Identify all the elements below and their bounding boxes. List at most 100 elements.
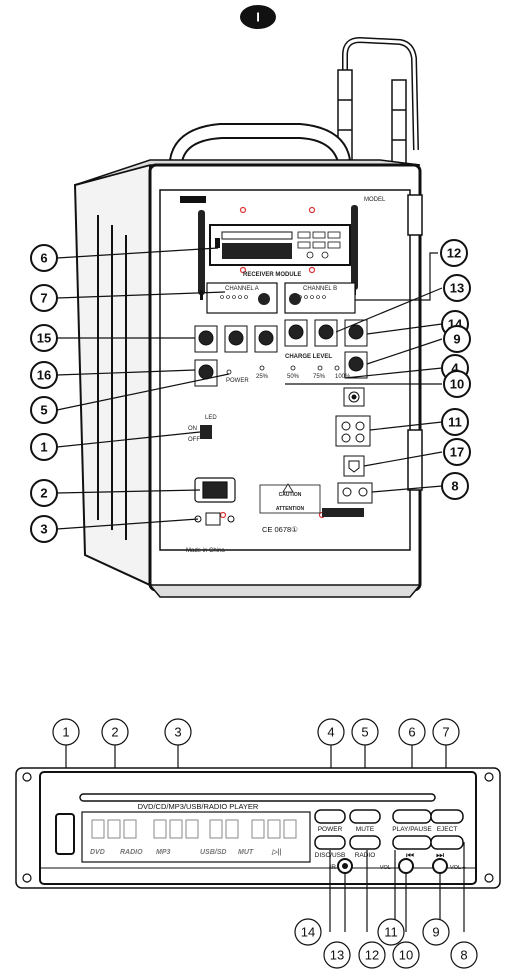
callout-6: 6 [30, 244, 58, 272]
callout-13-text: 13 [450, 281, 464, 296]
p-callout-6-text: 6 [408, 725, 415, 740]
eject-label: EJECT [437, 826, 458, 833]
p-callout-2-text: 2 [111, 725, 118, 740]
p-callout-5-text: 5 [361, 725, 368, 740]
legend-mp3: MP3 [156, 849, 171, 856]
charge-level-label: CHARGE LEVEL [285, 354, 332, 360]
channel-a-label: CHANNEL A [225, 286, 259, 292]
p-callout-12-text: 12 [365, 948, 379, 963]
radio-label: RADIO [355, 852, 376, 859]
callout-8: 8 [441, 472, 469, 500]
side-grill [97, 215, 127, 540]
carry-handle [168, 123, 352, 164]
buttons-row-1 [314, 809, 464, 824]
callout-9-text: 9 [453, 332, 460, 347]
power-label: POWER [318, 826, 343, 833]
player-top-callouts: 1 2 3 4 5 6 7 [52, 718, 460, 746]
charge-75-label: 75% [313, 374, 326, 380]
p-callout-8: 8 [450, 941, 478, 969]
legend-usb-sd: USB/SD [200, 849, 226, 856]
legend-dvd: DVD [90, 849, 105, 856]
p-callout-9: 9 [422, 918, 450, 946]
ir-label: IR [330, 864, 337, 871]
next-button[interactable] [430, 835, 464, 850]
callout-13: 13 [443, 274, 471, 302]
disc-slot[interactable] [79, 793, 436, 802]
knob-row-1 [194, 319, 368, 353]
power-led-label: POWER [226, 378, 249, 384]
legend-radio: RADIO [120, 849, 143, 856]
channel-b-panel: CHANNEL B [284, 282, 356, 314]
p-callout-12: 12 [358, 941, 386, 969]
vol-plus-button[interactable] [432, 858, 448, 874]
callout-7-text: 7 [40, 291, 47, 306]
p-callout-6: 6 [398, 718, 426, 746]
page-badge: I [240, 5, 276, 29]
callout-5-text: 5 [40, 403, 47, 418]
p-callout-5: 5 [351, 718, 379, 746]
p-callout-14: 14 [294, 918, 322, 946]
callout-17: 17 [443, 438, 471, 466]
p-callout-13: 13 [323, 941, 351, 969]
player-bottom-leaders [329, 842, 465, 932]
callout-3: 3 [30, 515, 58, 543]
vol-minus-button[interactable] [398, 858, 414, 874]
p-callout-2: 2 [101, 718, 129, 746]
eject-button[interactable] [430, 809, 464, 824]
ac-inlet [194, 477, 236, 503]
serial-label [322, 508, 364, 517]
play-pause-label: PLAY/PAUSE [392, 826, 432, 833]
p-callout-13-text: 13 [330, 948, 344, 963]
page-badge-label: I [256, 10, 260, 25]
callout-2-text: 2 [40, 486, 47, 501]
radio-button[interactable] [349, 835, 381, 850]
led-switch: LED ON OFF [188, 415, 217, 443]
vol-plus-label: VOL + [450, 865, 466, 871]
callout-7: 7 [30, 284, 58, 312]
channel-a-panel: CHANNEL A [206, 282, 278, 314]
usb-port[interactable] [55, 813, 75, 855]
vol-minus-label: VOL - [380, 865, 394, 871]
right-jacks [335, 387, 373, 504]
attention-title: ATTENTION [276, 506, 305, 512]
lcd-segments [91, 819, 297, 839]
callout-4-text: 4 [451, 361, 459, 376]
pa-unit-illustration: I MODEL [30, 5, 471, 598]
caution-label: CAUTION ATTENTION [259, 483, 321, 514]
legend-play-pause: ▷|| [271, 849, 281, 856]
p-callout-8-text: 8 [460, 948, 467, 963]
play-pause-button[interactable] [392, 809, 432, 824]
buttons-row-2 [314, 835, 464, 850]
player-module [209, 224, 351, 266]
callout-15-text: 15 [37, 331, 51, 346]
caution-title: CAUTION [279, 492, 302, 498]
callout-16: 16 [30, 361, 58, 389]
p-callout-3-text: 3 [174, 725, 181, 740]
prev-icon: ⏮ [406, 851, 414, 861]
p-callout-3: 3 [164, 718, 192, 746]
p-callout-11-text: 11 [384, 925, 398, 940]
antenna-right [351, 205, 358, 295]
p-callout-7-text: 7 [442, 725, 449, 740]
lcd-legends: DVD RADIO MP3 USB/SD MUT ▷|| [90, 849, 281, 856]
disc-usb-button[interactable] [314, 835, 346, 850]
charge-100-label: 100% [335, 374, 351, 380]
player-panel-illustration: 1 2 3 4 5 6 7 DVD/CD/MP3/USB/RADIO PLAYE… [15, 718, 501, 969]
callout-11: 11 [441, 408, 469, 436]
mute-button[interactable] [349, 809, 381, 824]
left-callouts: 6 7 15 16 5 1 2 3 [30, 244, 58, 543]
callout-10-text: 10 [450, 377, 464, 392]
p-callout-11: 11 [377, 918, 405, 946]
callout-5: 5 [30, 396, 58, 424]
callout-1-text: 1 [40, 440, 47, 455]
callout-2: 2 [30, 479, 58, 507]
legend-mut: MUT [238, 849, 254, 856]
charge-leds [226, 365, 340, 375]
player-bottom-callouts: 14 13 12 11 10 9 8 [294, 918, 478, 969]
prev-button[interactable] [392, 835, 432, 850]
charge-50-label: 50% [287, 374, 300, 380]
voltage-selector [194, 512, 235, 526]
callout-1: 1 [30, 433, 58, 461]
charge-25-label: 25% [256, 374, 269, 380]
power-button[interactable] [314, 809, 346, 824]
